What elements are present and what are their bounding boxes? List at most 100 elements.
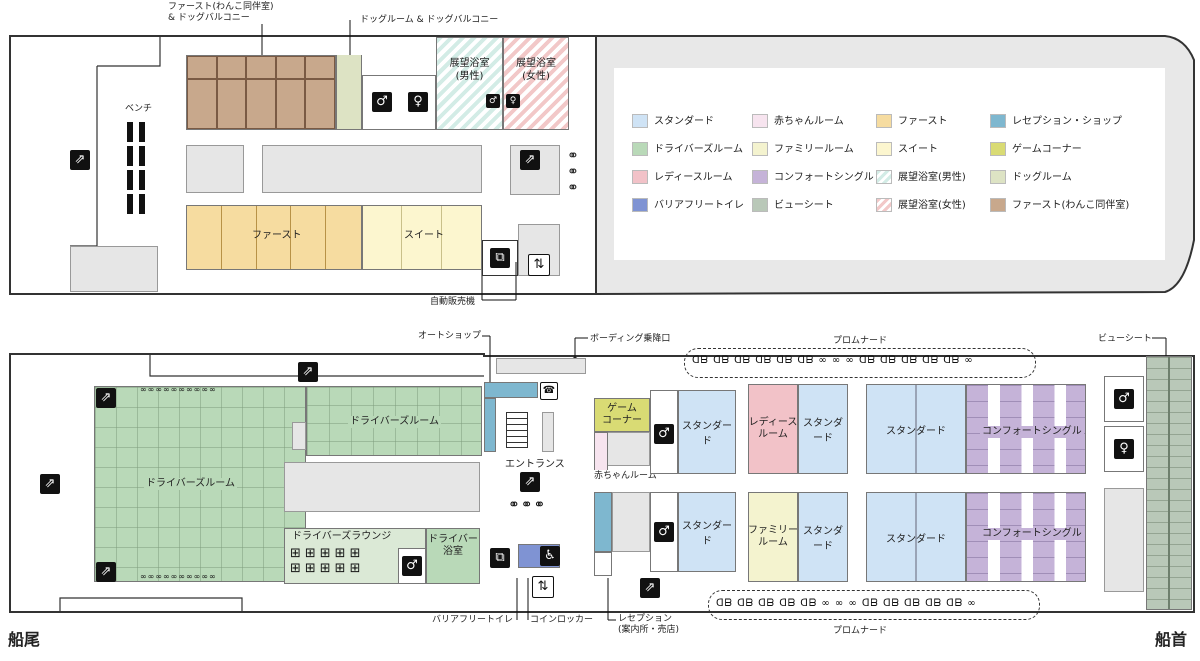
legend-item: レセプション・ショップ (990, 114, 1122, 130)
stairs-icon: ⇗ (640, 578, 660, 598)
promenade-bottom-label: プロムナード (833, 626, 888, 636)
stairs-icon: ⇗ (40, 474, 60, 494)
legend-swatch (752, 142, 768, 156)
stairs-icon: ⇗ (70, 150, 90, 170)
legend-swatch (990, 142, 1006, 156)
legend-swatch (990, 170, 1006, 184)
legend-item: ビューシート (752, 198, 834, 214)
boarding-label: ボーディング乗降口 (590, 334, 671, 344)
legend-label: コンフォートシングル (774, 172, 874, 183)
view-seat-label: ビューシート (1098, 334, 1152, 344)
coin-locker-label: コインロッカー (530, 615, 594, 625)
mens-toilet-icon: ♂ (1114, 389, 1134, 409)
legend-swatch (990, 198, 1006, 212)
promenade-top (684, 348, 1036, 378)
standard-room-4[interactable]: スタンダード (678, 492, 736, 572)
boarding-ramp (496, 358, 586, 374)
legend-swatch (876, 142, 892, 156)
stairs-icon: ⇗ (520, 150, 540, 170)
entrance-label: エントランス (505, 459, 565, 470)
auto-shop-label: オートショップ (418, 331, 482, 341)
reception-desk (594, 552, 612, 576)
stairs-icon: ⇗ (520, 472, 540, 492)
entrance-counter (542, 412, 554, 452)
bath-male-icon: ♂ (486, 94, 500, 108)
legend-label: 赤ちゃんルーム (774, 116, 844, 127)
legend-item: ファースト (876, 114, 948, 130)
suite-rooms[interactable] (362, 205, 482, 270)
legend-swatch (752, 114, 768, 128)
wheelchair-icon: ♿ (540, 546, 560, 566)
bench-label: ベンチ (125, 104, 153, 114)
promenade-top-seats: ᗡᗷ ᗡᗷ ᗡᗷ ᗡᗷ ᗡᗷ ᗡᗷ ∞ ∞ ∞ ᗡᗷ ᗡᗷ ᗡᗷ ᗡᗷ ᗡᗷ ∞ (692, 355, 974, 366)
bench-seats-bottom: ∞∞∞∞∞∞∞∞∞∞ (140, 572, 217, 581)
drivers-room-small-label: ドライバーズルーム (348, 416, 441, 428)
legend-swatch (752, 198, 768, 212)
legend-label: ドライバーズルーム (654, 144, 743, 155)
legend-item: ファミリールーム (752, 142, 854, 158)
legend-label: 展望浴室(男性) (898, 172, 966, 183)
vending-label: 自動販売機 (430, 297, 476, 307)
mens-toilet-icon: ♂ (372, 92, 392, 112)
lounge-tables: ⊞⊞⊞⊞⊞⊞⊞⊞⊞⊞ (290, 546, 365, 576)
vending-icon: ⧉ (490, 548, 510, 568)
legend-label: レディースルーム (654, 172, 733, 183)
standard-room-1[interactable]: スタンダード (678, 390, 736, 474)
standard-room-5[interactable]: スタンダード (798, 492, 848, 582)
reception-shop[interactable] (594, 492, 612, 552)
bath-female[interactable]: 展望浴室 (女性) (503, 37, 569, 130)
drivers-lounge-label: ドライバーズラウンジ (292, 531, 392, 542)
legend-swatch (632, 114, 648, 128)
baby-room[interactable] (594, 432, 608, 472)
view-seats[interactable] (1146, 356, 1192, 610)
legend-item: ドライバーズルーム (632, 142, 743, 158)
auto-shop-2[interactable] (484, 398, 496, 452)
table-icon: ⚭ ⚭ ⚭ (567, 148, 579, 196)
upper-gray-1 (186, 145, 244, 193)
legend-swatch (876, 114, 892, 128)
first-wanko-rooms[interactable] (186, 55, 336, 130)
comfort-2-label: コンフォートシングル (980, 528, 1084, 540)
upper-gray-2 (262, 145, 482, 193)
bath-male[interactable]: 展望浴室 (男性) (436, 37, 503, 130)
legend-item: ファースト(わんこ同伴室) (990, 198, 1129, 214)
auto-shop[interactable] (484, 382, 538, 398)
family-room[interactable]: ファミリー ルーム (748, 492, 798, 582)
first-rooms[interactable] (186, 205, 362, 270)
standard-room-6[interactable]: スタンダード (866, 492, 966, 582)
entrance-tables (506, 412, 528, 448)
legend-label: 展望浴室(女性) (898, 200, 966, 211)
drivers-bath[interactable]: ドライバー 浴室 (426, 528, 480, 584)
legend-label: ファースト(わんこ同伴室) (1012, 200, 1130, 211)
vending-icon: ⧉ (490, 248, 510, 268)
legend-item: レディースルーム (632, 170, 733, 186)
lower-gray-4 (612, 492, 650, 552)
legend-swatch (632, 170, 648, 184)
legend-label: ビューシート (774, 200, 834, 211)
legend-item: コンフォートシングル (752, 170, 874, 186)
ladies-room[interactable]: レディース ルーム (748, 384, 798, 474)
promenade-bottom-seats: ᗡᗷ ᗡᗷ ᗡᗷ ᗡᗷ ᗡᗷ ∞ ∞ ∞ ᗡᗷ ᗡᗷ ᗡᗷ ᗡᗷ ᗡᗷ ∞ (716, 598, 977, 609)
standard-room-3[interactable]: スタンダード (866, 384, 966, 474)
bath-female-icon: ♀ (506, 94, 520, 108)
legend-item: スイート (876, 142, 938, 158)
legend-swatch (990, 114, 1006, 128)
stairs-icon: ⇗ (96, 388, 116, 408)
stairs-icon: ⇗ (96, 562, 116, 582)
mens-toilet-icon: ♂ (654, 424, 674, 444)
legend-item: 展望浴室(女性) (876, 198, 966, 214)
legend-item: ゲームコーナー (990, 142, 1082, 158)
baby-room-label: 赤ちゃんルーム (594, 470, 657, 482)
standard-room-2[interactable]: スタンダード (798, 384, 848, 474)
dog-room[interactable] (336, 55, 362, 130)
game-corner[interactable]: ゲーム コーナー (594, 398, 650, 432)
legend-panel: スタンダード赤ちゃんルームファーストレセプション・ショップドライバーズルームファ… (614, 68, 1165, 260)
womens-toilet-icon: ♀ (1114, 439, 1134, 459)
legend-swatch (632, 142, 648, 156)
legend-swatch (752, 170, 768, 184)
callout-dog-label: ドッグルーム & ドッグバルコニー (360, 15, 499, 25)
bow-label: 船首 (1155, 630, 1188, 649)
lower-gray-2 (292, 422, 306, 450)
legend-item: 赤ちゃんルーム (752, 114, 844, 130)
womens-toilet-icon: ♀ (408, 92, 428, 112)
